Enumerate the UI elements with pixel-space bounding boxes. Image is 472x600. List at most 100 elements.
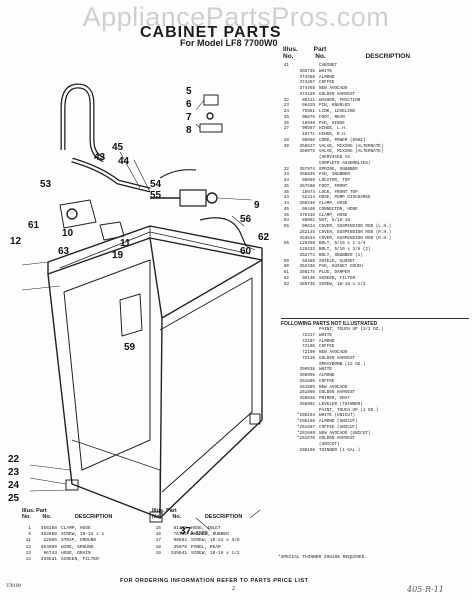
illus-no: 24: [283, 109, 289, 114]
callout-24: 24: [8, 480, 20, 491]
illus-no: 45: [283, 206, 289, 212]
part-no: 126433: [299, 247, 315, 252]
part-no: 90587: [302, 126, 315, 132]
part-no: 485735: [299, 281, 315, 287]
illus-no: 26: [283, 120, 289, 126]
part-no: 350956: [299, 373, 315, 378]
part-description: COFFEE: [319, 80, 335, 86]
parts-row: COMPLETE ASSEMBLIES): [278, 161, 391, 167]
part-no: 350938: [299, 367, 315, 373]
part-no: 75581: [302, 109, 315, 114]
diagram-number: A-8220: [190, 531, 208, 537]
part-no: 52314: [302, 195, 315, 201]
model-line: For Model LF8 7700W0: [180, 38, 278, 48]
part-no: 367598: [299, 183, 315, 189]
callout-12: 12: [10, 236, 22, 247]
callout-63: 63: [58, 246, 70, 257]
part-description: NUT, 5/16-18: [319, 218, 350, 224]
part-description: GOLDEN HARVEST: [319, 91, 356, 97]
callout-9: 9: [254, 200, 260, 211]
illus-no: 61: [283, 270, 289, 275]
callout-53: 53: [40, 179, 52, 190]
part-description: ALMOND: [319, 74, 335, 80]
part-description: CLAMP, HOSE: [319, 201, 348, 206]
part-description: COMPLETE ASSEMBLIES): [319, 160, 371, 166]
part-no: 298166: [299, 447, 315, 453]
part-no: 350938: [299, 396, 315, 401]
part-no: 72110: [302, 355, 315, 361]
not-illustrated-row: PAINT, TOUCH UP (1/2 OZ.): [278, 327, 383, 333]
part-no: 56488: [302, 258, 315, 264]
parts-list-header: Illus. Part No. No. DESCRIPTION: [283, 46, 410, 60]
part-no: 35078: [173, 544, 187, 550]
part-no: 90684: [173, 538, 187, 544]
part-no: 18771: [302, 132, 315, 137]
part-no: 98668: [302, 137, 315, 143]
header-no2: No.: [315, 53, 326, 60]
part-no: 98429: [302, 103, 315, 109]
illus-no: 18: [155, 544, 161, 550]
part-description: COFFEE (UNICUT): [319, 424, 358, 430]
part-no: 22985: [43, 538, 57, 544]
part-no: 352868: [40, 532, 57, 538]
part-description: HOSE, INLET: [191, 526, 221, 531]
part-description: CLAMP, HOSE: [319, 212, 348, 218]
ordering-info: FOR ORDERING INFORMATION REFER TO PARTS …: [120, 578, 309, 584]
part-description: SCREEN, FILTER: [61, 557, 99, 563]
part-description: COFFEE: [319, 344, 335, 350]
part-description: ALMOND: [319, 338, 335, 344]
part-no: 262145: [299, 229, 315, 235]
part-description: SCREW, 10-16 x 1/2: [319, 281, 366, 287]
part-no: 358527: [299, 143, 315, 149]
callout-56: 56: [240, 214, 252, 225]
not-illustrated-row: 298166 THINNER (1 GAL.): [278, 448, 383, 454]
callout-44: 44: [118, 156, 130, 167]
part-description: CLAMP, HOSE: [61, 526, 91, 531]
handwritten-note: 405-R-11: [407, 585, 444, 594]
doc-code: 378100: [6, 584, 21, 589]
part-description: (SERVICED AS: [319, 155, 350, 160]
part-no: 90879: [302, 114, 315, 120]
part-description: THINNER (1 GAL.): [319, 447, 361, 453]
not-illustrated-row: PAINT, TOUCH UP (1 OZ.): [278, 408, 383, 414]
part-no: 345641: [170, 550, 187, 556]
header-no: No.: [283, 53, 294, 60]
illus-no: 11: [25, 538, 31, 544]
part-no: *261567: [296, 424, 315, 430]
callout-61: 61: [28, 220, 40, 231]
part-description: SCREEN, FILTER: [319, 275, 356, 281]
page-title: CABINET PARTS: [140, 24, 282, 41]
part-no: *261670: [296, 436, 315, 442]
illus-no: 33: [283, 172, 289, 178]
part-no: 72109: [302, 350, 315, 355]
part-description: LOCK, FRONT TOP: [319, 189, 358, 195]
part-no: 18949: [302, 120, 315, 126]
part-no: *298165: [296, 419, 315, 424]
part-description: SCREW, 10-16 x 1/2: [191, 550, 240, 556]
illus-no: 32: [283, 97, 289, 103]
